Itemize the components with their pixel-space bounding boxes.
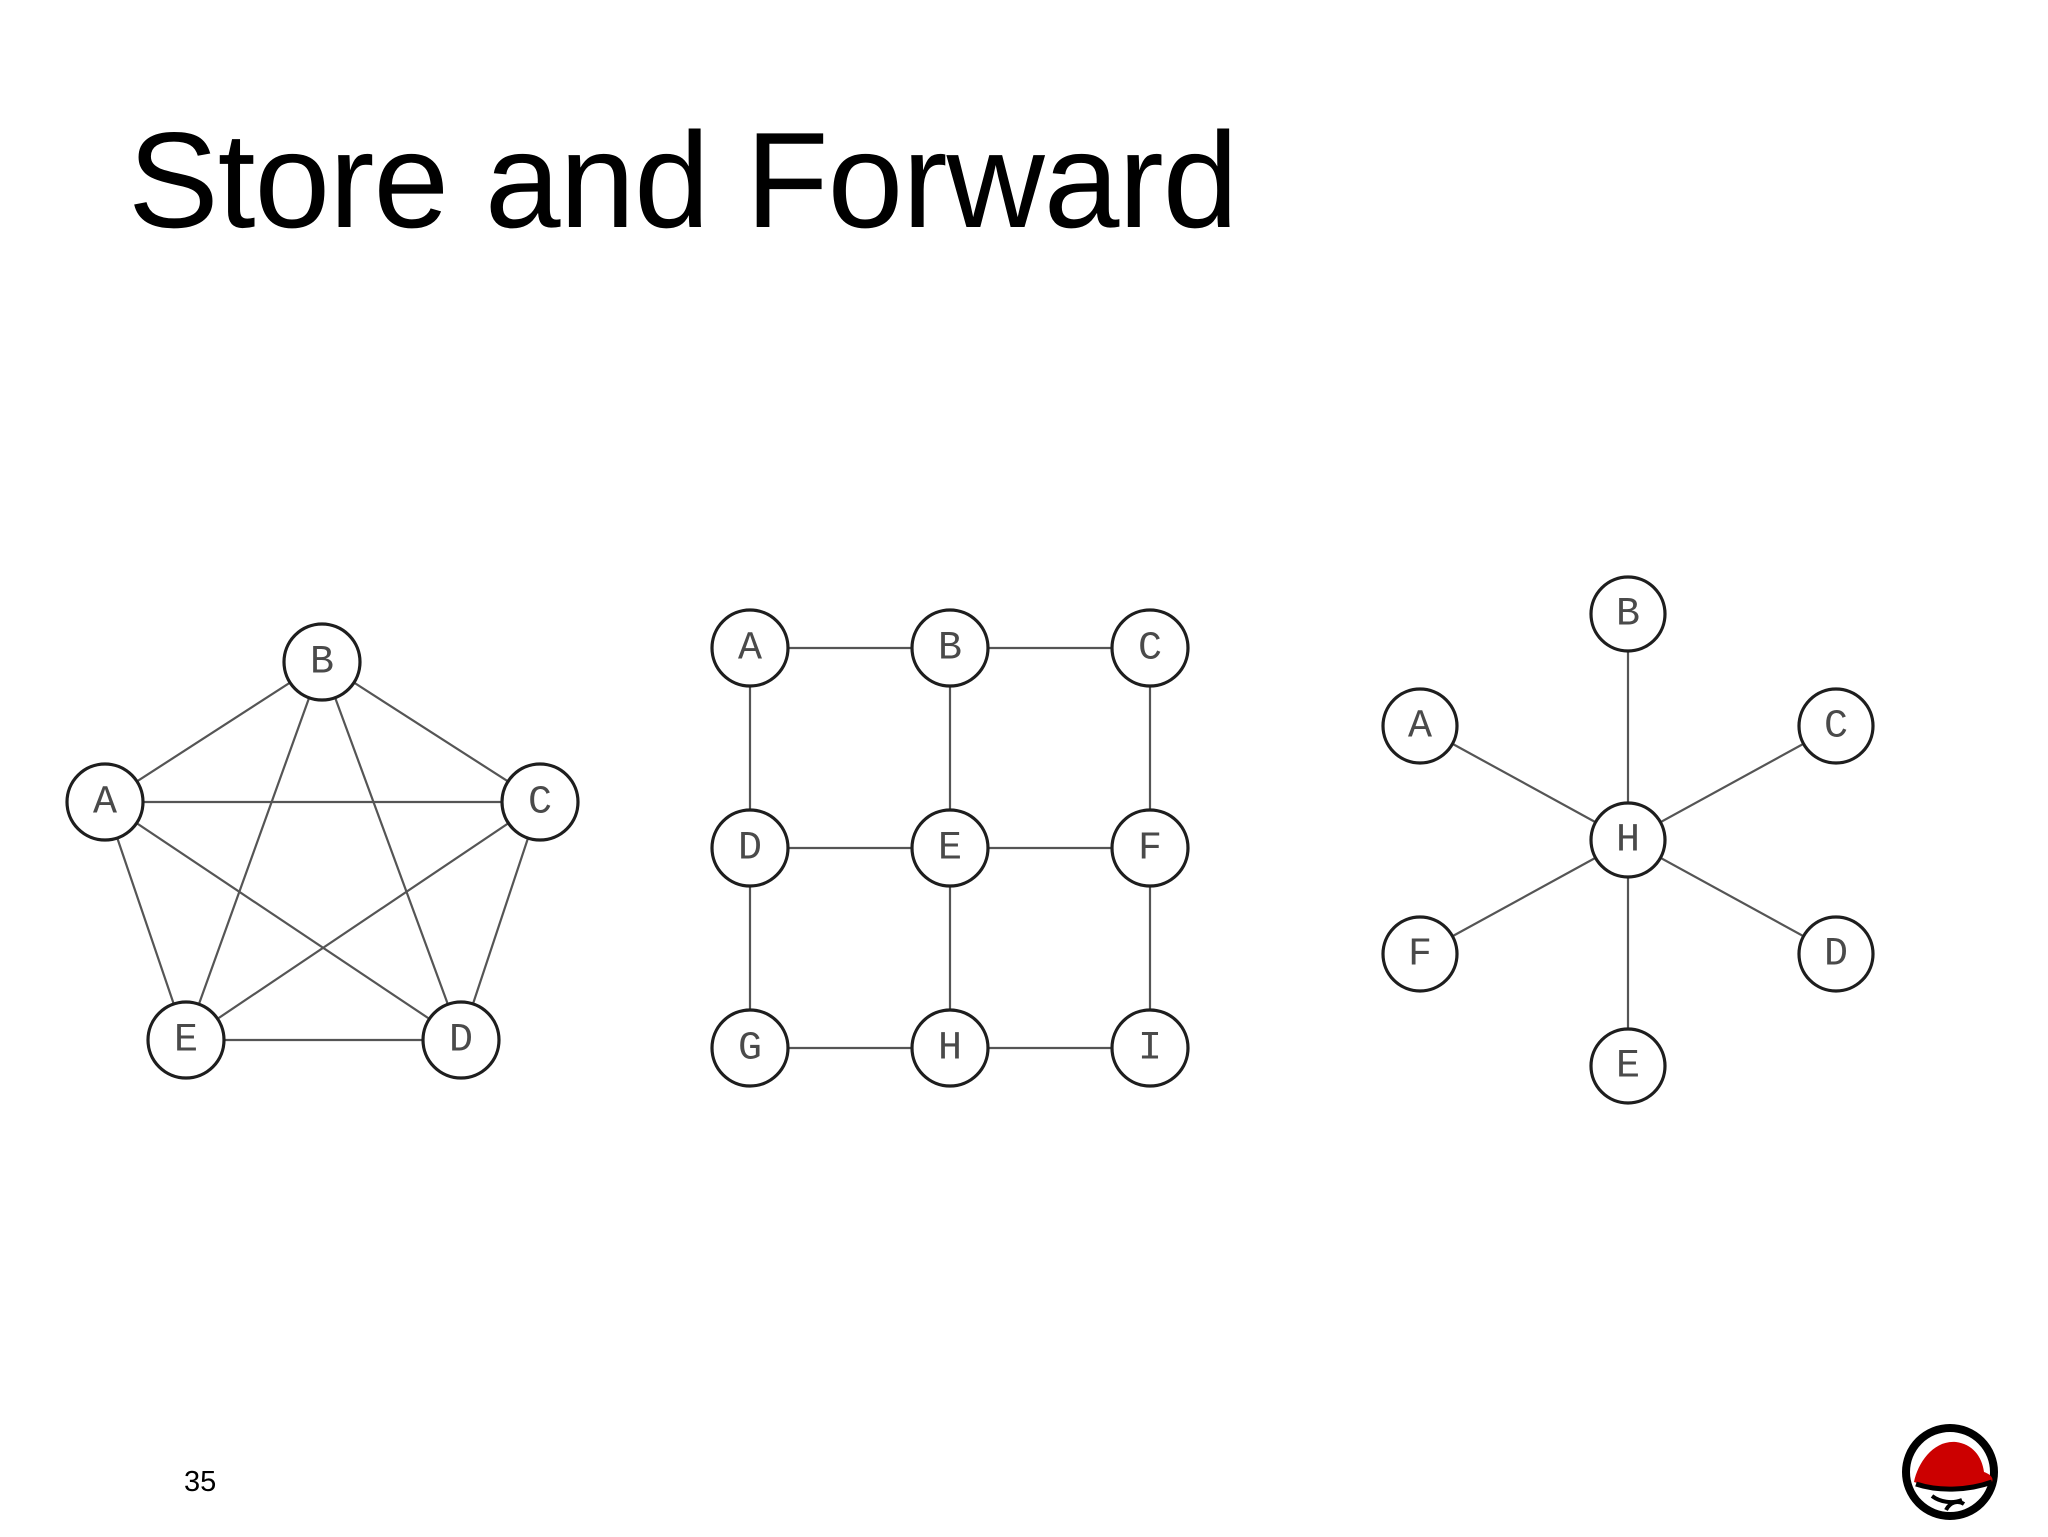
star-node-label: C	[1824, 705, 1848, 750]
grid-node-h: H	[910, 1008, 990, 1088]
full-mesh-edge-b-d	[320, 661, 463, 1041]
star-edge-h-f	[1419, 839, 1629, 955]
grid-node-a: A	[710, 608, 790, 688]
star-node-circle	[1589, 801, 1667, 879]
grid-node-circle	[1110, 608, 1190, 688]
full-mesh-edge-c-e	[185, 801, 541, 1041]
grid-node-label: B	[938, 627, 962, 672]
star-node-h: H	[1589, 801, 1667, 879]
page-number: 35	[184, 1466, 217, 1498]
full-mesh-node-c: C	[500, 762, 580, 842]
star-node-b: B	[1589, 575, 1667, 653]
grid-node-i: I	[1110, 1008, 1190, 1088]
grid-node-label: A	[738, 627, 762, 672]
star-node-label: D	[1824, 933, 1848, 978]
grid-node-b: B	[910, 608, 990, 688]
full-mesh-edge-a-b	[104, 661, 323, 803]
grid-node-e: E	[910, 808, 990, 888]
full-mesh-node-label: D	[449, 1019, 473, 1064]
grid-node-circle	[910, 608, 990, 688]
full-mesh-node-label: B	[310, 641, 334, 686]
full-mesh-node-label: C	[528, 781, 552, 826]
star-edge-h-d	[1627, 839, 1837, 955]
full-mesh-edge-b-c	[321, 661, 541, 803]
full-mesh-node-circle	[421, 1000, 501, 1080]
star-node-circle	[1381, 915, 1459, 993]
star-node-e: E	[1589, 1027, 1667, 1105]
full-mesh-edge-a-d	[104, 801, 462, 1041]
topology-star: A B C D E F H	[1381, 575, 1875, 1105]
topology-full-mesh: A B C D E	[65, 622, 580, 1080]
topology-grid: A B C D E F G H I	[710, 608, 1190, 1088]
full-mesh-node-b: B	[282, 622, 362, 702]
star-node-label: H	[1616, 819, 1640, 864]
grid-node-circle	[710, 1008, 790, 1088]
full-mesh-edge-c-d	[459, 801, 542, 1041]
star-node-label: B	[1616, 593, 1640, 638]
grid-node-c: C	[1110, 608, 1190, 688]
full-mesh-node-label: E	[174, 1019, 198, 1064]
star-node-circle	[1589, 575, 1667, 653]
star-node-circle	[1589, 1027, 1667, 1105]
full-mesh-node-e: E	[146, 1000, 226, 1080]
star-node-circle	[1797, 915, 1875, 993]
full-mesh-node-circle	[65, 762, 145, 842]
star-node-circle	[1797, 687, 1875, 765]
grid-node-circle	[910, 808, 990, 888]
grid-node-label: D	[738, 827, 762, 872]
grid-node-f: F	[1110, 808, 1190, 888]
star-node-label: A	[1408, 705, 1432, 750]
star-node-f: F	[1381, 915, 1459, 993]
grid-node-label: H	[938, 1027, 962, 1072]
slide-title: Store and Forward	[128, 104, 1238, 256]
full-mesh-node-a: A	[65, 762, 145, 842]
grid-node-circle	[710, 608, 790, 688]
star-node-label: F	[1408, 933, 1432, 978]
full-mesh-node-circle	[146, 1000, 226, 1080]
full-mesh-node-d: D	[421, 1000, 501, 1080]
grid-node-circle	[1110, 1008, 1190, 1088]
grid-node-label: F	[1138, 827, 1162, 872]
full-mesh-node-label: A	[93, 781, 117, 826]
star-node-a: A	[1381, 687, 1459, 765]
grid-node-label: I	[1138, 1027, 1162, 1072]
star-edge-h-a	[1419, 725, 1629, 841]
star-node-c: C	[1797, 687, 1875, 765]
full-mesh-edge-b-e	[184, 661, 324, 1041]
star-node-d: D	[1797, 915, 1875, 993]
grid-node-g: G	[710, 1008, 790, 1088]
full-mesh-edge-a-e	[103, 801, 188, 1041]
grid-node-circle	[710, 808, 790, 888]
grid-node-label: C	[1138, 627, 1162, 672]
full-mesh-node-circle	[500, 762, 580, 842]
grid-node-circle	[910, 1008, 990, 1088]
star-node-circle	[1381, 687, 1459, 765]
full-mesh-node-circle	[282, 622, 362, 702]
red-hat-logo-icon	[1900, 1422, 2000, 1522]
grid-node-label: E	[938, 827, 962, 872]
star-edge-h-c	[1627, 725, 1837, 841]
star-node-label: E	[1616, 1045, 1640, 1090]
grid-node-label: G	[738, 1027, 762, 1072]
grid-node-circle	[1110, 808, 1190, 888]
grid-node-d: D	[710, 808, 790, 888]
